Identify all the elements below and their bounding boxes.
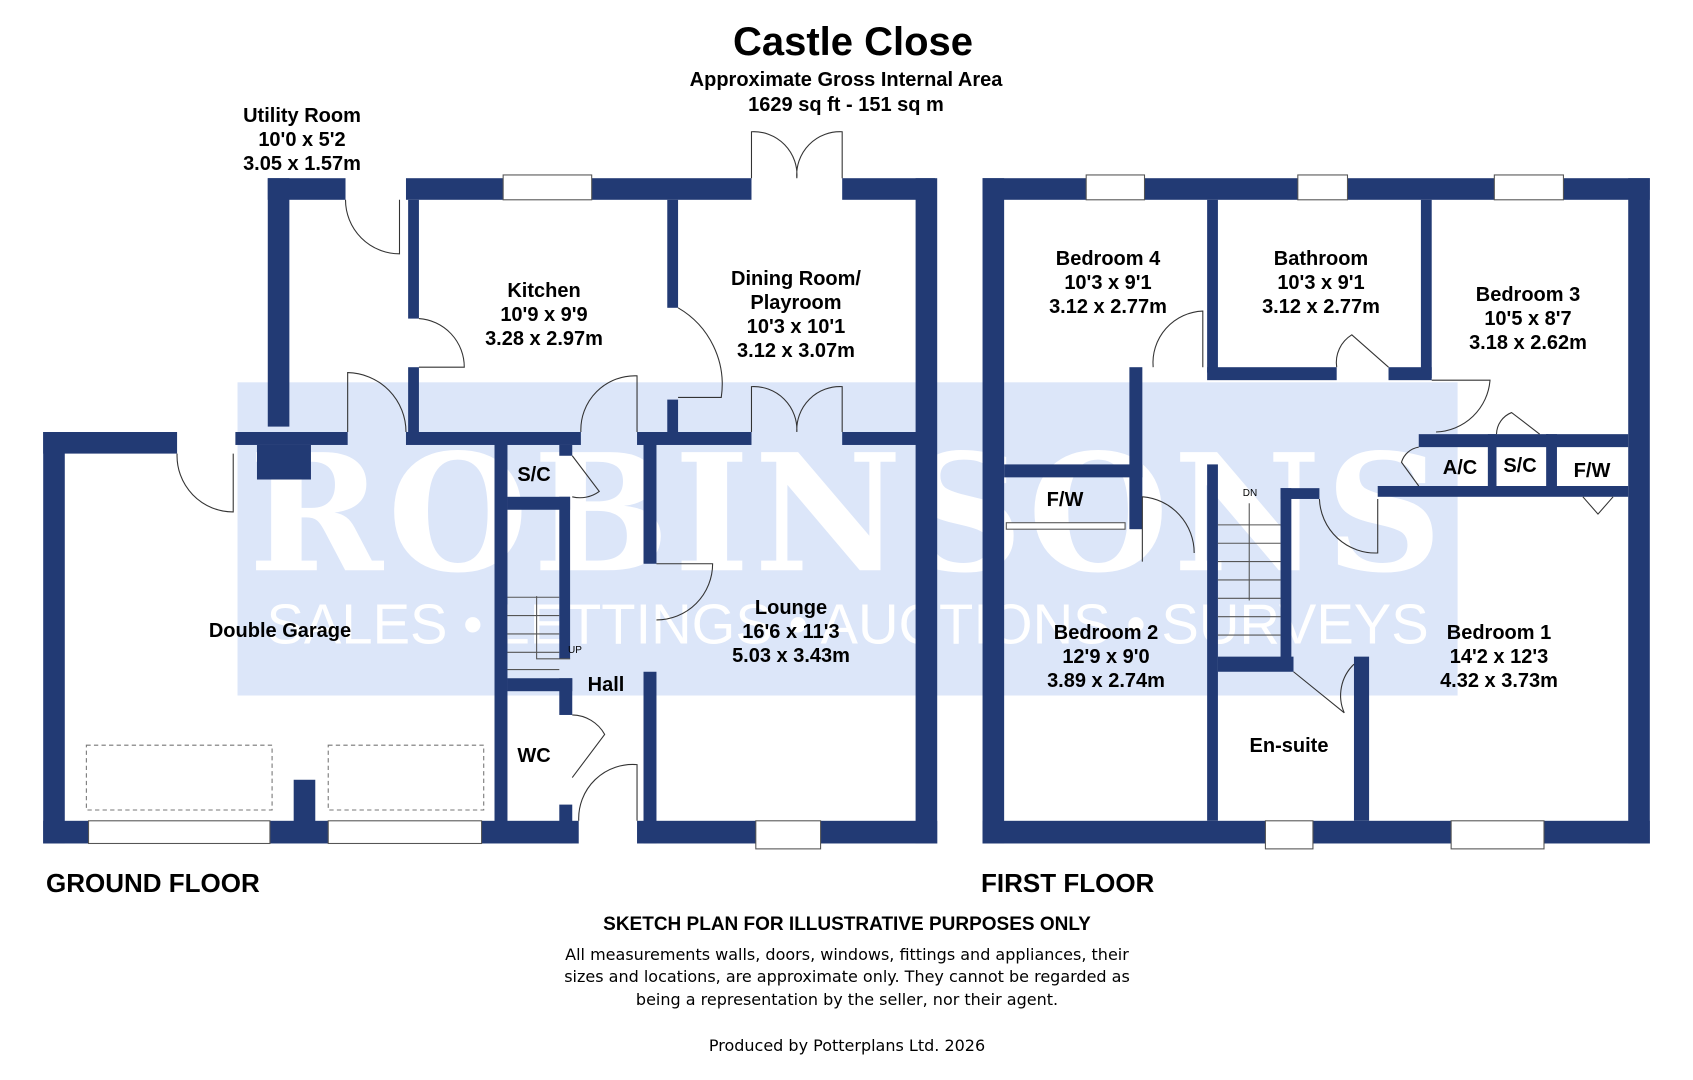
room-sc-first: S/C xyxy=(1503,455,1537,477)
room-bedroom-1: Bedroom 1 14'2 x 12'3 4.32 x 3.73m xyxy=(1440,622,1558,692)
disclaimer-text: All measurements walls, doors, windows, … xyxy=(564,945,1130,1009)
page-title: Castle Close xyxy=(732,20,974,64)
first-floor-walls xyxy=(982,178,1650,844)
room-hall: Hall xyxy=(587,674,625,696)
room-lounge: Lounge 16'6 x 11'3 5.03 x 3.43m xyxy=(732,597,850,667)
room-double-garage: Double Garage xyxy=(208,620,352,642)
disclaimer-title: SKETCH PLAN FOR ILLUSTRATIVE PURPOSES ON… xyxy=(603,914,1091,935)
watermark-brand: ROBINSONS xyxy=(248,419,1446,609)
room-wc: WC xyxy=(517,745,551,767)
ground-floor-caption: GROUND FLOOR xyxy=(46,868,260,898)
area-value: 1629 sq ft - 151 sq m xyxy=(748,94,944,116)
room-sc-ground: S/C xyxy=(517,464,551,486)
first-floor-caption: FIRST FLOOR xyxy=(981,868,1155,898)
room-bedroom-4: Bedroom 4 10'3 x 9'1 3.12 x 2.77m xyxy=(1049,248,1167,318)
first-floor-stairs xyxy=(1217,503,1281,636)
stairs-down-label: DN xyxy=(1242,488,1258,499)
ground-floor-windows xyxy=(87,174,822,850)
producer-credit: Produced by Potterplans Ltd. 2026 xyxy=(708,1036,986,1055)
room-bathroom: Bathroom 10'3 x 9'1 3.12 x 2.77m xyxy=(1262,248,1380,318)
watermark-tagline: SALES • LETTINGS • AUCTIONS • SURVEYS xyxy=(266,593,1428,656)
garage-door-outlines xyxy=(85,744,485,811)
room-en-suite: En-suite xyxy=(1249,735,1329,757)
stairs-up-label: UP xyxy=(568,645,582,656)
room-utility: Utility Room 10'0 x 5'2 3.05 x 1.57m xyxy=(243,105,361,175)
room-bedroom-3: Bedroom 3 10'5 x 8'7 3.18 x 2.62m xyxy=(1469,284,1587,354)
first-floor-doors xyxy=(1141,310,1614,714)
room-kitchen: Kitchen 10'9 x 9'9 3.28 x 2.97m xyxy=(485,280,603,350)
room-bedroom-2: Bedroom 2 12'9 x 9'0 3.89 x 2.74m xyxy=(1047,622,1165,692)
ground-floor-doors xyxy=(176,131,843,821)
area-label: Approximate Gross Internal Area xyxy=(689,69,1003,91)
room-dining-playroom: Dining Room/ Playroom 10'3 x 10'1 3.12 x… xyxy=(731,268,861,362)
room-fw-landing: F/W xyxy=(1573,460,1611,482)
room-airing-cupboard: A/C xyxy=(1442,457,1478,479)
first-floor-windows xyxy=(1005,174,1564,850)
ground-floor-walls xyxy=(43,178,938,844)
ground-floor-stairs xyxy=(507,596,571,671)
room-fw-bedroom2: F/W xyxy=(1046,489,1084,511)
